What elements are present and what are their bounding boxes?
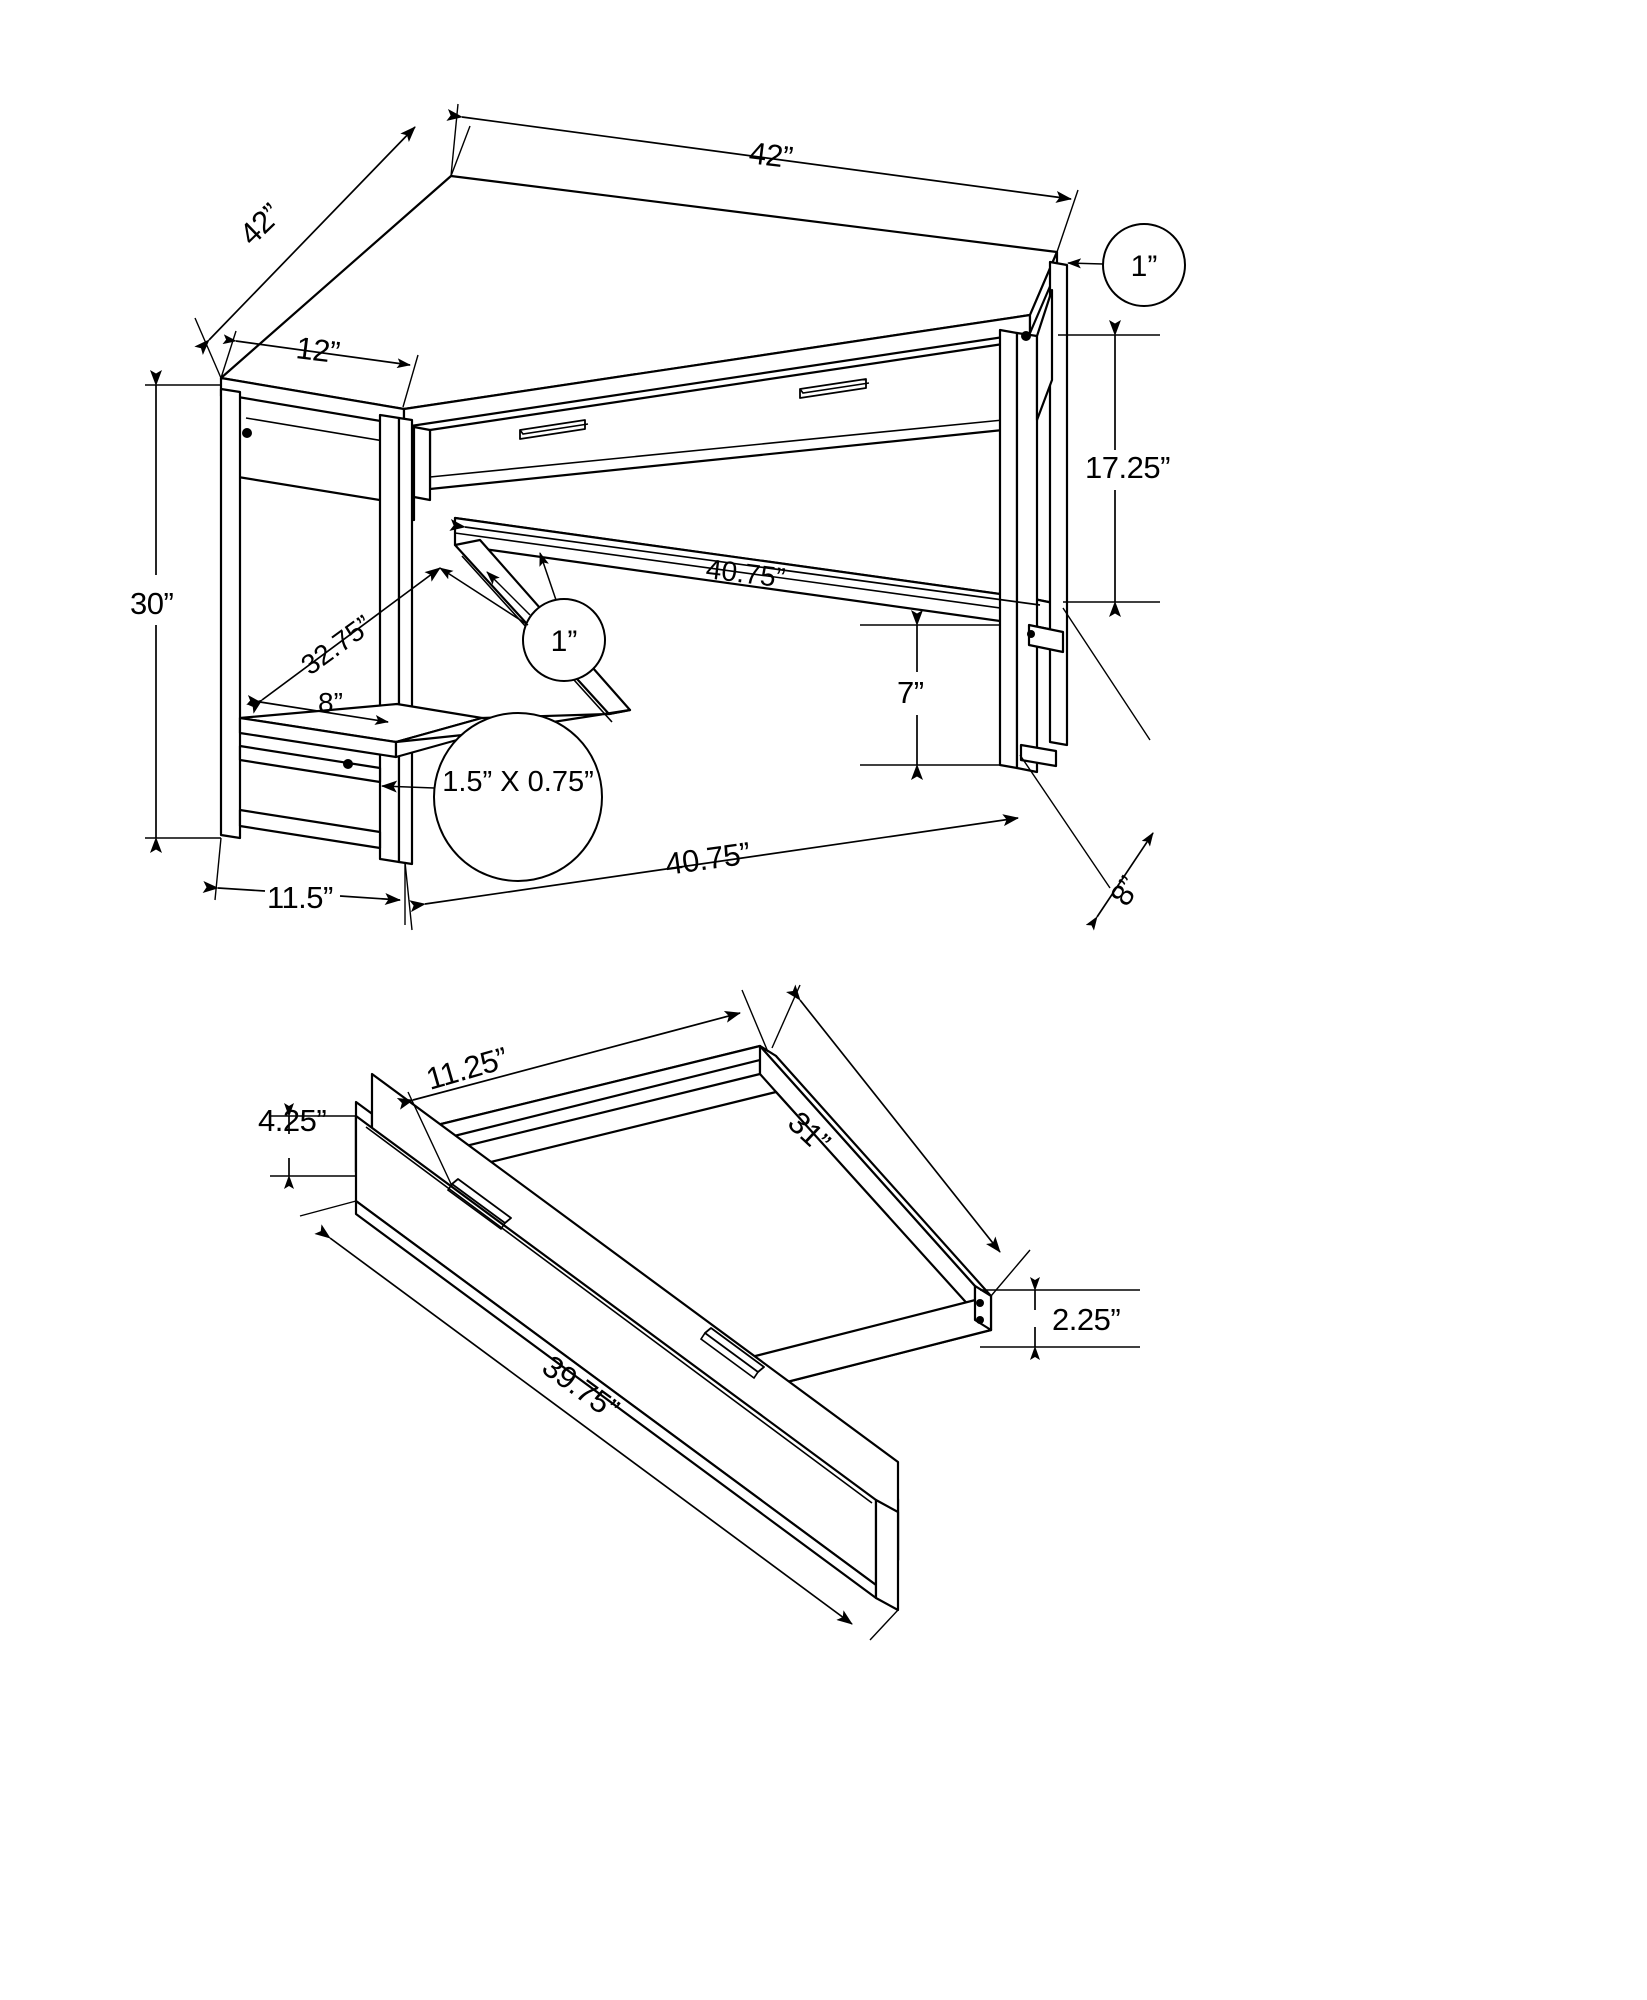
- ext-42-top-b: [1056, 189, 1079, 253]
- leader-leg-profile: [381, 780, 435, 793]
- dim-label-425: 4.25”: [258, 1103, 326, 1138]
- ext-31-b: [990, 1249, 1031, 1297]
- dimline-12: [222, 334, 411, 369]
- desk-leg-inner-right: [1048, 260, 1069, 747]
- desk-right-lower-bracket: [1027, 623, 1065, 654]
- dim-label-42-top: 42”: [747, 135, 794, 175]
- dim-label-7: 7”: [897, 675, 924, 710]
- dimline-31: [785, 984, 1001, 1253]
- callout-circle-shelf-thickness: [522, 598, 606, 682]
- cam-lock-dot-left: [242, 428, 252, 438]
- dim-label-115: 11.5”: [267, 880, 333, 915]
- leader-top-thickness: [1067, 258, 1104, 269]
- leader-shelf-1-a: [539, 552, 557, 601]
- ext-8r-b: [1019, 754, 1111, 889]
- ext-31-a: [771, 984, 801, 1049]
- callout-label-leg-profile: 1.5” X 0.75”: [442, 766, 594, 798]
- dim-label-4075-shelf: 40.75”: [704, 553, 787, 593]
- drawer-face-right-return: [874, 1498, 900, 1612]
- leader-shelf-1-b: [486, 571, 531, 616]
- desk-left-panel-inner-line: [245, 417, 391, 443]
- desk-leg-outer-right: [998, 328, 1019, 770]
- ext-42-left-b: [194, 317, 222, 379]
- dimline-42-top: [446, 109, 1072, 203]
- ext-8r-a: [1062, 607, 1151, 741]
- ext-3975-b: [869, 1609, 899, 1641]
- dowel-dot-a: [976, 1299, 984, 1307]
- desk-left-bottom-bracket: [238, 744, 382, 784]
- ext-115-a: [214, 837, 222, 901]
- cam-lock-dot-left-shelf: [343, 759, 353, 769]
- desk-foot-rail-right: [1019, 743, 1058, 768]
- dim-label-12: 12”: [294, 330, 341, 370]
- dimline-8-right: [1085, 832, 1154, 931]
- drawer-pull-left[interactable]: [519, 419, 589, 440]
- desk-geometry: [219, 174, 1069, 866]
- dimline-42-left: [194, 126, 416, 355]
- dim-label-3275: 32.75”: [295, 609, 377, 681]
- dimline-3975: [314, 1224, 853, 1625]
- dimline-1125: [396, 1011, 741, 1110]
- callout-label-top-thickness: 1”: [1131, 250, 1158, 283]
- desk-leg-outer-right-side: [1015, 331, 1039, 774]
- dim-label-4075-base: 40.75”: [663, 835, 752, 881]
- desk-foot-rail-left: [238, 808, 382, 850]
- dimline-4075-base: [409, 814, 1019, 913]
- desk-shelf-right-wing-inner: [454, 532, 1030, 613]
- dimline-115-left: [202, 881, 266, 894]
- dim-label-8-right: 8”: [1103, 870, 1147, 911]
- leader-shelf-1-c: [439, 567, 529, 626]
- dowel-dot-b: [976, 1316, 984, 1324]
- drawer-front-bottom-reveal: [429, 419, 1004, 478]
- dim-label-30: 30”: [130, 586, 173, 621]
- desk-leg-inner-left: [378, 413, 401, 864]
- dim-label-1725: 17.25”: [1085, 450, 1170, 485]
- dimline-3275: [246, 567, 441, 714]
- cam-lock-dot-right: [1021, 331, 1031, 341]
- desk-right-side-panel: [1035, 288, 1054, 422]
- desk-leg-front-left-corner-b: [412, 425, 432, 502]
- ext-1125-b: [741, 989, 769, 1053]
- dimline-8-shelf: [246, 695, 389, 725]
- dimline-4075-shelf: [449, 519, 1041, 606]
- dimline-115-right: [339, 893, 401, 905]
- callout-label-shelf-thickness: 1”: [551, 625, 578, 658]
- ext-4075b-a: [404, 861, 413, 931]
- callout-circle-top-thickness: [1102, 223, 1186, 307]
- desk-leg-outer-left: [219, 387, 242, 840]
- dim-label-1125: 11.25”: [422, 1040, 511, 1096]
- dim-label-8-shelf: 8”: [318, 687, 343, 718]
- ext-12-b: [402, 354, 419, 408]
- desk-leg-inner-left-side: [397, 416, 414, 866]
- ext-3975-a: [299, 1200, 357, 1217]
- dim-label-42-left: 42”: [233, 197, 289, 252]
- dim-label-225: 2.25”: [1052, 1302, 1120, 1337]
- drawer-pull-right[interactable]: [799, 378, 870, 399]
- cam-lock-dot-right-shelf: [1027, 630, 1035, 638]
- drawer-dimension-annotations: 11.25” 31” 4.25” 39.75” 2.25”: [258, 984, 1140, 1641]
